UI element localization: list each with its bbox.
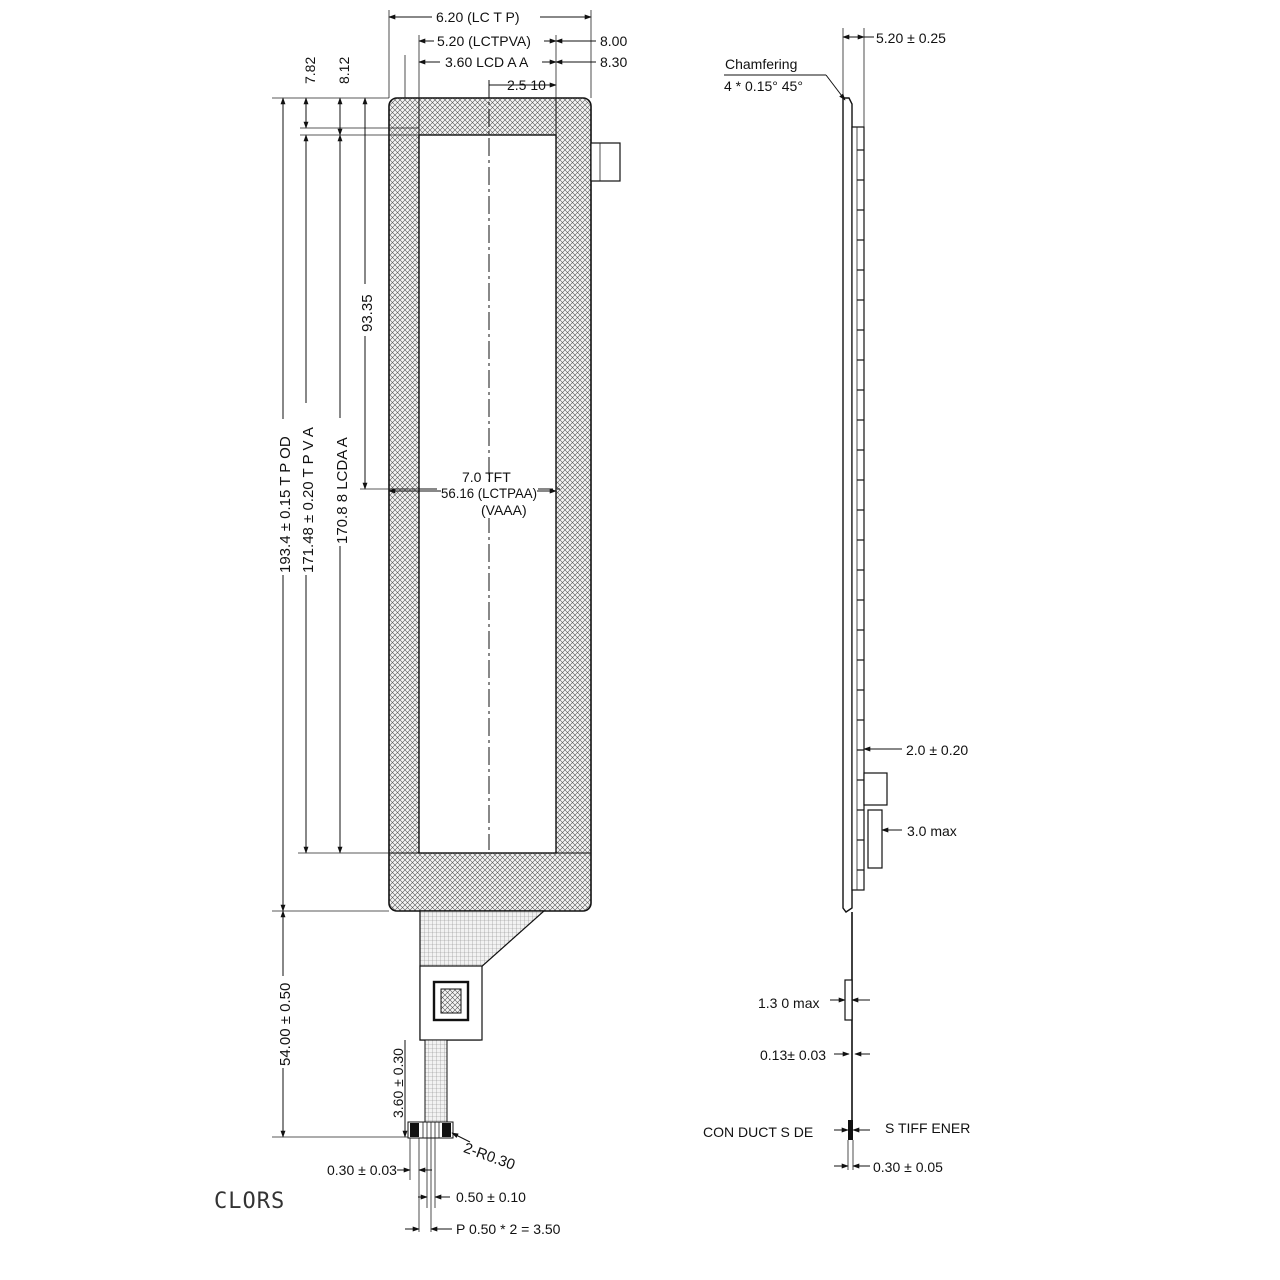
dim-v-a: 7.82 (302, 57, 318, 84)
side-view: 5.20 ± 0.25 Chamfering 4 * 0.15° 45° 2.0… (703, 28, 970, 1175)
side-stiffener-t: 0.30 ± 0.05 (873, 1159, 943, 1175)
label-tft: 7.0 TFT (462, 469, 511, 485)
dim-fpc-tail: 3.60 ± 0.30 (390, 1048, 406, 1118)
dim-lcdaa: 3.60 LCD A A (445, 54, 529, 70)
side-max-a: 3.0 max (907, 823, 957, 839)
side-ic (867, 809, 883, 869)
side-stiffener (844, 979, 853, 1021)
side-tab (590, 142, 621, 182)
side-conductive: CON DUCT S DE (703, 1124, 813, 1140)
dim-lctpva: 5.20 (LCTPVA) (437, 33, 531, 49)
front-view: 6.20 (LC T P) 5.20 (LCTPVA) 3.60 LCD A A… (214, 8, 627, 1237)
side-thickness: 5.20 ± 0.25 (876, 30, 946, 46)
label-lctpaa: 56.16 (LCTPAA) (441, 485, 537, 501)
dim-fpc-len: 54.00 ± 0.50 (277, 983, 294, 1066)
dim-v-b: 8.12 (336, 57, 352, 84)
side-chamfer-label: Chamfering (725, 56, 797, 72)
side-max-b: 1.3 0 max (758, 995, 819, 1011)
dim-pitch: P 0.50 * 2 = 3.50 (456, 1221, 561, 1237)
dim-tp-va: 171.48 ± 0.20 T P V A (300, 427, 317, 573)
dim-tp-od: 193.4 ± 0.15 T P OD (277, 436, 294, 573)
side-panel (842, 97, 853, 913)
side-connector (863, 772, 888, 806)
dim-pitch-w: 0.50 ± 0.10 (456, 1189, 526, 1205)
side-chamfer-value: 4 * 0.15° 45° (724, 78, 803, 94)
side-backlight (851, 126, 865, 891)
side-gap: 2.0 ± 0.20 (906, 742, 968, 758)
dim-right-a: 8.00 (600, 33, 627, 49)
dim-lcd-aa: 170.8 8 LCDA A (334, 437, 351, 544)
dim-radius: 2-R0.30 (461, 1140, 517, 1174)
dim-center: 2.5 10 (507, 77, 546, 93)
label-vaaa: (VAAA) (481, 502, 527, 518)
dim-mid: 93.35 (359, 294, 376, 332)
dim-width: 0.30 ± 0.03 (327, 1162, 397, 1178)
dim-lctp: 6.20 (LC T P) (436, 9, 520, 25)
dim-right-b: 8.30 (600, 54, 627, 70)
side-ticks (857, 149, 864, 871)
company-logo: CLORS (214, 1189, 285, 1214)
fpc-tail (424, 1039, 448, 1123)
side-stiffener-label: S TIFF ENER (885, 1120, 970, 1136)
side-fpc-t: 0.13± 0.03 (760, 1047, 826, 1063)
